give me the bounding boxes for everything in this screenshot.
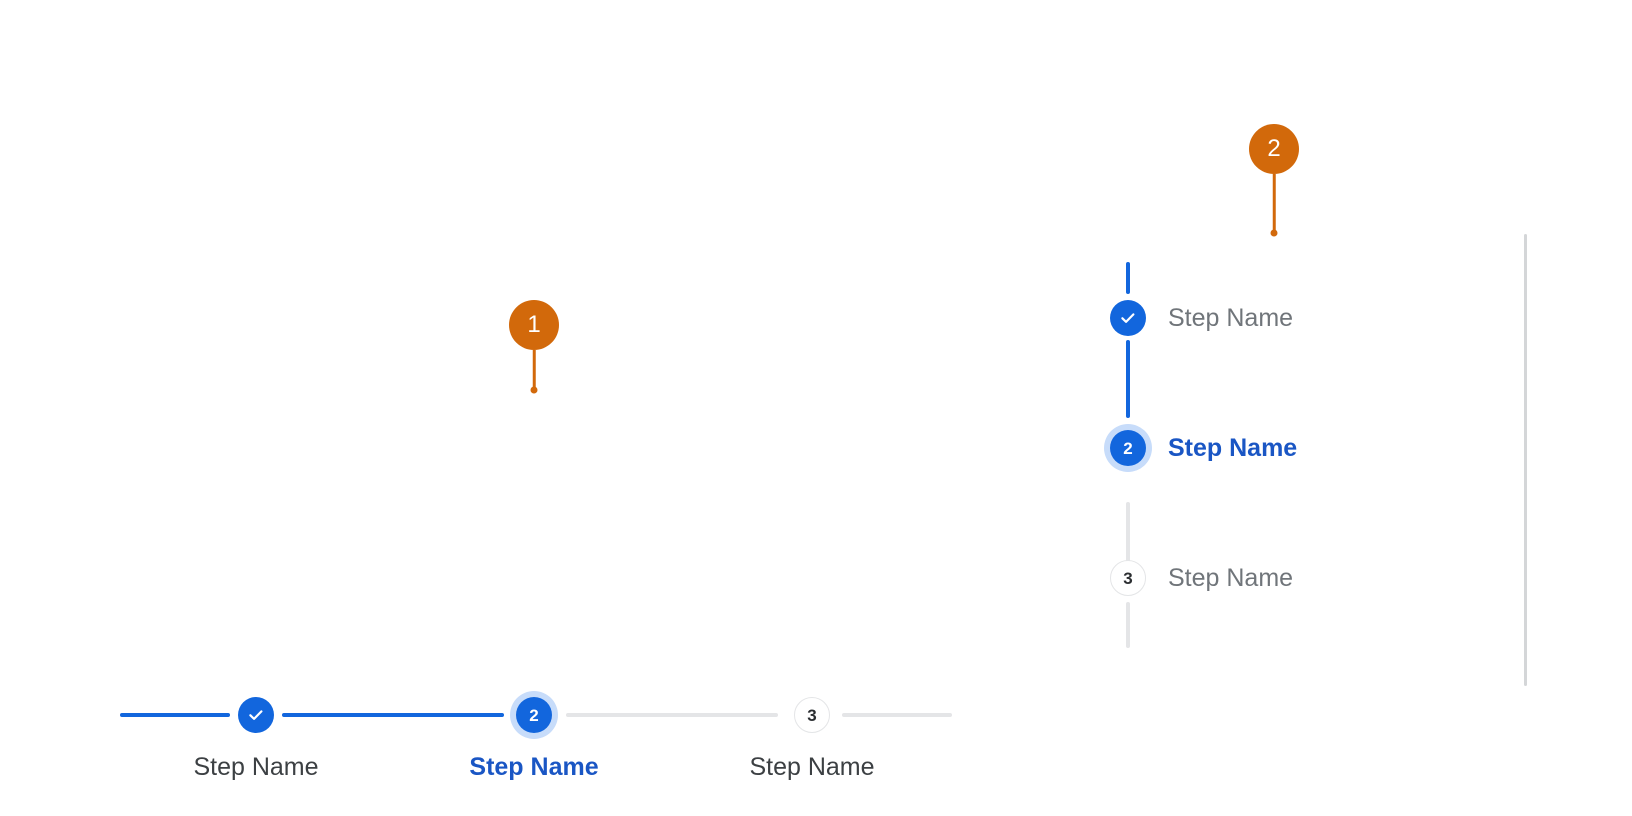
h-step-2-number: 2 <box>516 697 552 733</box>
check-icon <box>238 697 274 733</box>
h-step-3-label: Step Name <box>749 753 875 781</box>
active-halo-ring: 2 <box>1104 424 1152 472</box>
annotation-anchor-dot-2 <box>1270 229 1278 237</box>
h-step-1-label: Step Name <box>193 753 319 781</box>
check-icon <box>1110 300 1146 336</box>
active-halo-ring: 2 <box>510 691 558 739</box>
annotation-badge-2: 2 <box>1249 124 1299 174</box>
v-step-2-label: Step Name <box>1168 434 1298 462</box>
v-connector-after-step-3 <box>1126 602 1130 648</box>
h-step-2-indicator[interactable]: 2 <box>510 691 558 739</box>
v-step-3-number: 3 <box>1110 560 1146 596</box>
h-step-2-label: Step Name <box>469 753 599 781</box>
horizontal-stepper: Step Name 2 Step Name 3 Step Name <box>0 280 1000 781</box>
connector-after-step-3 <box>842 713 952 717</box>
v-connector-before-step-1 <box>1126 262 1130 294</box>
annotation-anchor-dot-1 <box>530 386 538 394</box>
annotation-badge-1: 1 <box>509 300 559 350</box>
connector-step-2-to-step-3 <box>566 713 778 717</box>
v-connector-step-2-to-step-3 <box>1126 502 1130 574</box>
h-step-3-number: 3 <box>794 697 830 733</box>
h-step-3-indicator[interactable]: 3 <box>794 697 830 733</box>
v-step-1-label: Step Name <box>1168 304 1294 332</box>
connector-step-1-to-step-2 <box>282 713 504 717</box>
panel-divider <box>1524 234 1527 686</box>
vertical-stepper: Step Name 2 Step Name 3 Step Name <box>1080 230 1500 670</box>
annotation-leader-line-2 <box>1272 174 1276 231</box>
annotation-leader-line-1 <box>532 350 536 388</box>
h-step-1-indicator[interactable] <box>238 697 274 733</box>
v-step-1-indicator[interactable] <box>1110 300 1146 336</box>
v-step-3-label: Step Name <box>1168 564 1294 592</box>
v-step-2-number: 2 <box>1110 430 1146 466</box>
v-step-3-indicator[interactable]: 3 <box>1110 560 1146 596</box>
v-step-2-indicator[interactable]: 2 <box>1104 424 1152 472</box>
connector-before-step-1 <box>120 713 230 717</box>
v-connector-step-1-to-step-2 <box>1126 340 1130 418</box>
